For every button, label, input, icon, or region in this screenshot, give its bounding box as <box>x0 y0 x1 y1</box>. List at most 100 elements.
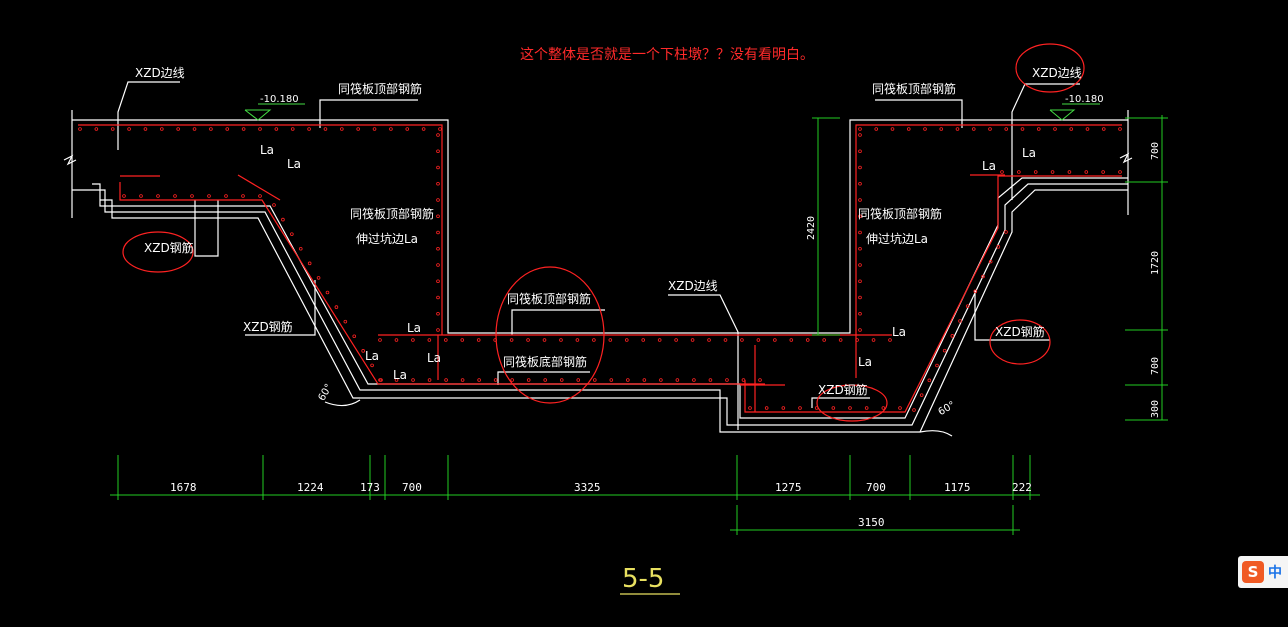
rebar-dot-173 <box>919 393 924 397</box>
rebar-dot-60 <box>773 338 777 342</box>
rebar-dot-113 <box>626 378 630 382</box>
rebar-dot-46 <box>542 338 547 342</box>
label-elev-right: -10.180 <box>1065 94 1104 105</box>
rebar-dot-29 <box>436 230 440 235</box>
rebar-dot-116 <box>675 378 680 382</box>
rebar-dot-6 <box>176 127 180 131</box>
rebar-dot-32 <box>436 279 440 284</box>
rebar-dot-18 <box>372 127 377 131</box>
rebar-dot-108 <box>543 378 548 382</box>
rebar-dot-70 <box>890 127 895 131</box>
rebar-dot-20 <box>405 127 410 131</box>
rebar-dot-117 <box>692 378 696 382</box>
pit-bottom-outline-2 <box>100 183 1128 426</box>
rebar-dots <box>78 127 1122 412</box>
rebar-dot-109 <box>559 378 564 382</box>
rebar-dot-34 <box>436 311 440 316</box>
rebar-dot-171 <box>935 363 939 368</box>
rebar-dot-82 <box>1085 127 1090 131</box>
rebar-dot-154 <box>316 276 321 280</box>
rebar-dot-24 <box>436 149 440 154</box>
rebar-dot-122 <box>122 194 126 198</box>
label-xzd-edge-mid: XZD边线 <box>668 279 718 293</box>
rebar-dot-142 <box>1017 170 1021 174</box>
rebar-dot-94 <box>858 279 862 284</box>
label-la-6: La <box>393 368 407 382</box>
label-raft-top-mid: 同筏板顶部钢筋 <box>507 291 591 306</box>
dim-right-2: 700 <box>1150 357 1161 375</box>
rebar-dot-47 <box>559 338 563 342</box>
circle-xzd-rebar-bottom <box>816 384 888 422</box>
leader-xzd-rebar-left <box>194 200 219 257</box>
rebar-dot-37 <box>394 338 399 342</box>
rebar-dot-136 <box>831 406 836 410</box>
rebar-dot-38 <box>411 338 415 342</box>
rebar-dot-169 <box>950 334 955 338</box>
rebar-dot-124 <box>156 194 160 198</box>
rebar-dot-134 <box>798 406 802 410</box>
rebar-dot-112 <box>609 378 614 382</box>
dim-overall: 3150 <box>858 516 885 529</box>
rebar-dot-172 <box>927 378 932 383</box>
leader-top-right <box>875 99 963 128</box>
rebar-dot-36 <box>378 338 382 342</box>
rebar-dot-56 <box>707 338 711 342</box>
rebar-dot-146 <box>1084 170 1089 174</box>
rebar-dot-25 <box>436 165 440 170</box>
rebar-dot-86 <box>858 149 862 154</box>
rebar-dot-155 <box>325 290 330 295</box>
rebar-dot-39 <box>427 338 432 342</box>
dim-bottom-5: 1275 <box>775 481 802 494</box>
rebar-dot-156 <box>334 305 339 309</box>
rebar-dot-168 <box>958 319 962 323</box>
rebar-dot-166 <box>973 289 978 294</box>
rebar-dot-45 <box>526 338 530 342</box>
rebar-dot-85 <box>858 133 862 137</box>
rebar-top <box>78 124 443 335</box>
question-annotation: 这个整体是否就是一个下柱墩？？没有看明白。 <box>520 46 814 63</box>
rebar-dot-87 <box>858 165 862 170</box>
label-la-3: La <box>407 321 421 335</box>
rebar-dot-123 <box>139 194 143 198</box>
label-la-9: La <box>982 159 996 173</box>
rebar-dot-157 <box>343 319 348 324</box>
dim-bottom-7: 1175 <box>944 481 971 494</box>
rebar-dot-158 <box>352 334 357 339</box>
label-la-4: La <box>365 349 379 363</box>
label-extend-right-2: 伸过坑边La <box>866 231 928 246</box>
rebar-dot-110 <box>576 378 581 382</box>
rebar-dot-63 <box>822 338 826 342</box>
structure-outline <box>63 81 1133 437</box>
rebar-dot-10 <box>241 127 246 131</box>
rebar-dot-26 <box>436 181 440 186</box>
rebar-dot-50 <box>608 338 613 342</box>
label-xzd-rebar-left2: XZD钢筋 <box>243 319 293 334</box>
rebar-dot-95 <box>858 295 862 300</box>
rebar-dot-159 <box>361 349 365 353</box>
dim-bottom-0: 1678 <box>170 481 197 494</box>
rebar-dot-92 <box>858 246 862 251</box>
label-la-7: La <box>892 325 906 339</box>
rebar-dot-105 <box>493 378 498 382</box>
angle-label-right: 60° <box>937 400 958 418</box>
rebar-dot-21 <box>421 127 426 131</box>
sogou-logo-icon[interactable]: S <box>1242 561 1264 583</box>
ime-toolbar[interactable]: S 中 <box>1238 556 1288 588</box>
rebar-dot-111 <box>592 378 597 382</box>
rebar-dot-57 <box>723 338 728 342</box>
rebar-dot-15 <box>323 127 328 131</box>
dim-bottom-6: 700 <box>866 481 886 494</box>
pit-bottom-outline-1 <box>72 189 1128 433</box>
dim-vertical-mid: 2420 <box>806 216 817 240</box>
label-la-1: La <box>260 143 274 157</box>
elev-mark-left <box>244 109 272 121</box>
rebar-dot-40 <box>444 338 448 342</box>
ime-mode-label[interactable]: 中 <box>1268 565 1282 581</box>
rebar-dot-16 <box>340 127 344 131</box>
label-xzd-edge-right: XZD边线 <box>1032 66 1082 80</box>
label-elev-left: -10.180 <box>260 94 299 105</box>
rebar-dot-107 <box>526 378 531 382</box>
rebar-dot-0 <box>78 127 82 131</box>
rebar-dot-147 <box>1101 170 1105 174</box>
rebar-dot-59 <box>756 338 761 342</box>
